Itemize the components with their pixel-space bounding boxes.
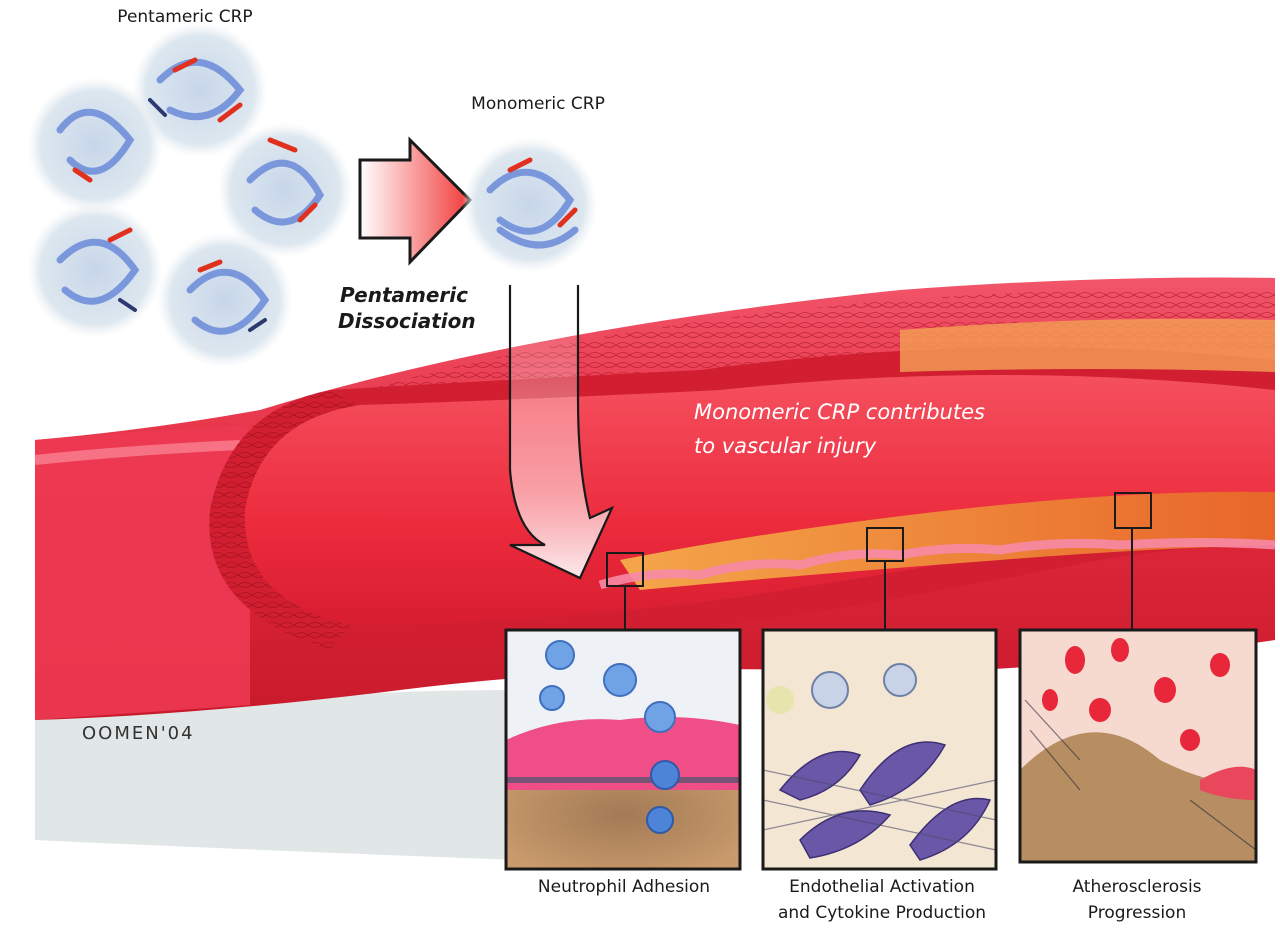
zoom-marker-2 <box>866 527 904 630</box>
zoom-marker-3 <box>1114 492 1152 630</box>
injury-label-line2: to vascular injury <box>694 434 877 458</box>
panel-atherosclerosis-progression <box>1018 628 1258 864</box>
dissociation-label-line2: Dissociation <box>338 309 476 333</box>
injury-arrow <box>508 285 615 580</box>
pentameric-crp-protein <box>27 22 353 368</box>
dissociation-label-line1: Pentameric <box>340 283 468 307</box>
panel-3-caption-line2: Progression <box>1087 903 1187 923</box>
ring-texture <box>209 390 360 650</box>
floor-shadow <box>35 690 520 860</box>
vessel-highlight <box>34 440 241 465</box>
intima-ruffle <box>598 538 1276 590</box>
plaque-top-layer <box>900 318 1275 372</box>
injury-label-line1: Monomeric CRP contributes <box>694 400 985 424</box>
panel-2-caption-line1: Endothelial Activation <box>789 877 975 897</box>
monomeric-crp-label: Monomeric CRP <box>471 94 605 114</box>
panel-endothelial-activation <box>761 628 998 871</box>
pentameric-crp-label: Pentameric CRP <box>117 7 253 27</box>
panel-neutrophil-adhesion <box>504 628 742 871</box>
panel-2-caption-line2: and Cytokine Production <box>777 903 987 923</box>
artist-signature: OOMEN'04 <box>82 723 195 744</box>
dissociation-arrow <box>358 136 473 266</box>
vessel-left-segment <box>35 425 250 720</box>
panel-3-caption-line1: Atherosclerosis <box>1072 877 1202 897</box>
monomeric-crp-protein <box>462 137 598 273</box>
panel-1-caption: Neutrophil Adhesion <box>537 877 711 897</box>
vessel-lumen <box>244 375 1276 625</box>
zoom-marker-1 <box>606 552 644 630</box>
